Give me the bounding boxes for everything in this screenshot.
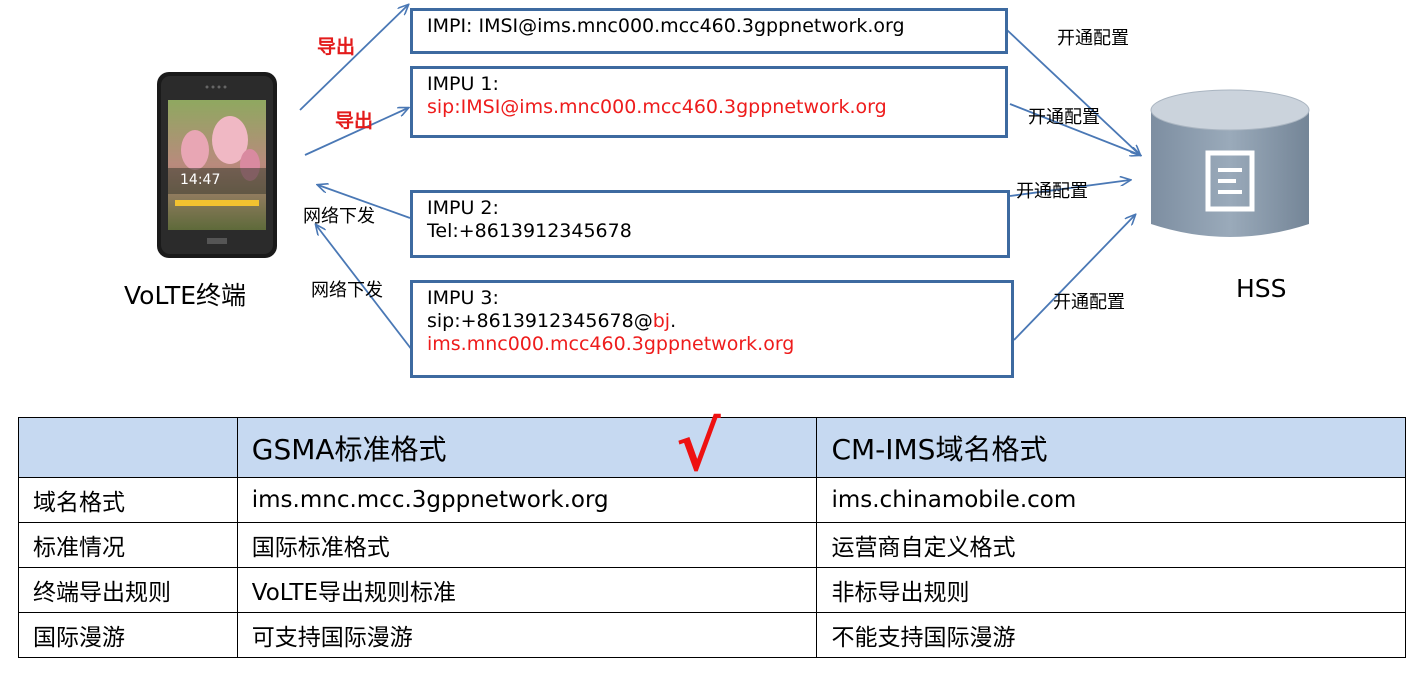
- impu3-value-highlight: bj: [652, 310, 671, 332]
- impu2-value: Tel:+8613912345678: [427, 220, 632, 242]
- phone-clock: 14:47: [180, 172, 221, 188]
- table-cell: 可支持国际漫游: [236, 612, 818, 658]
- hss-label: HSS: [1236, 274, 1287, 303]
- terminal-label: VoLTE终端: [124, 281, 247, 310]
- impu2-title: IMPU 2:: [427, 197, 499, 219]
- table-cell: ims.chinamobile.com: [816, 477, 1406, 523]
- network-label-2: 网络下发: [311, 280, 383, 301]
- table-row: 标准情况 国际标准格式 运营商自定义格式: [18, 522, 1406, 568]
- table-row: 域名格式 ims.mnc.mcc.3gppnetwork.org ims.chi…: [18, 477, 1406, 523]
- impu1-value: sip:IMSI@ims.mnc000.mcc460.3gppnetwork.o…: [427, 96, 887, 118]
- provision-arrow-3: [1009, 180, 1130, 197]
- table-row: 终端导出规则 VoLTE导出规则标准 非标导出规则: [18, 567, 1406, 613]
- impu1-box: IMPU 1: sip:IMSI@ims.mnc000.mcc460.3gppn…: [410, 66, 1008, 138]
- provision-label-1: 开通配置: [1057, 28, 1129, 49]
- table-header-row: GSMA标准格式 CM-IMS域名格式: [18, 417, 1406, 478]
- table-cell: 终端导出规则: [18, 567, 238, 613]
- provision-label-3: 开通配置: [1016, 181, 1088, 202]
- export-label-2: 导出: [335, 110, 374, 132]
- impu3-title: IMPU 3:: [427, 287, 499, 309]
- provision-arrow-1: [1006, 29, 1140, 155]
- impu3-value-line1: sip:+8613912345678@bj.: [427, 310, 997, 333]
- table-header-cell: [18, 417, 238, 478]
- impu3-value-line2: ims.mnc000.mcc460.3gppnetwork.org: [427, 333, 795, 355]
- table-header-cell: GSMA标准格式: [236, 417, 818, 478]
- export-arrow-1: [299, 5, 408, 111]
- export-label-1: 导出: [317, 36, 356, 58]
- table-cell: ims.mnc.mcc.3gppnetwork.org: [236, 477, 818, 523]
- provision-arrow-2: [1009, 103, 1140, 155]
- table-cell: 国际漫游: [18, 612, 238, 658]
- table-cell: 运营商自定义格式: [816, 522, 1406, 568]
- impu3-value-prefix: sip:+8613912345678@: [427, 310, 653, 332]
- hss-database-icon: [1150, 89, 1310, 237]
- table-header-cell: CM-IMS域名格式: [816, 417, 1406, 478]
- impu3-value-dot: .: [670, 310, 677, 332]
- phone-image: [157, 72, 277, 258]
- impu3-box: IMPU 3: sip:+8613912345678@bj. ims.mnc00…: [410, 280, 1014, 378]
- network-label-1: 网络下发: [303, 206, 375, 227]
- comparison-table: GSMA标准格式 CM-IMS域名格式 域名格式 ims.mnc.mcc.3gp…: [18, 417, 1406, 658]
- impu1-title: IMPU 1:: [427, 73, 499, 95]
- provision-label-4: 开通配置: [1053, 292, 1125, 313]
- table-cell: 标准情况: [18, 522, 238, 568]
- impi-box: IMPI: IMSI@ims.mnc000.mcc460.3gppnetwork…: [410, 8, 1008, 54]
- connector-arrows: [299, 0, 1424, 351]
- table-cell: 域名格式: [18, 477, 238, 523]
- impu2-box: IMPU 2: Tel:+8613912345678: [410, 190, 1010, 258]
- table-row: 国际漫游 可支持国际漫游 不能支持国际漫游: [18, 612, 1406, 658]
- table-cell: 非标导出规则: [816, 567, 1406, 613]
- table-cell: 国际标准格式: [236, 522, 818, 568]
- network-arrow-1: [318, 185, 411, 219]
- checkmark-icon: √: [676, 407, 721, 487]
- table-cell: VoLTE导出规则标准: [236, 567, 818, 613]
- table-cell: 不能支持国际漫游: [816, 612, 1406, 658]
- network-arrow-2: [316, 225, 413, 351]
- provision-arrow-4: [1013, 215, 1135, 341]
- export-arrow-2: [304, 108, 408, 156]
- provision-label-2: 开通配置: [1028, 107, 1100, 128]
- impi-text: IMPI: IMSI@ims.mnc000.mcc460.3gppnetwork…: [427, 15, 905, 37]
